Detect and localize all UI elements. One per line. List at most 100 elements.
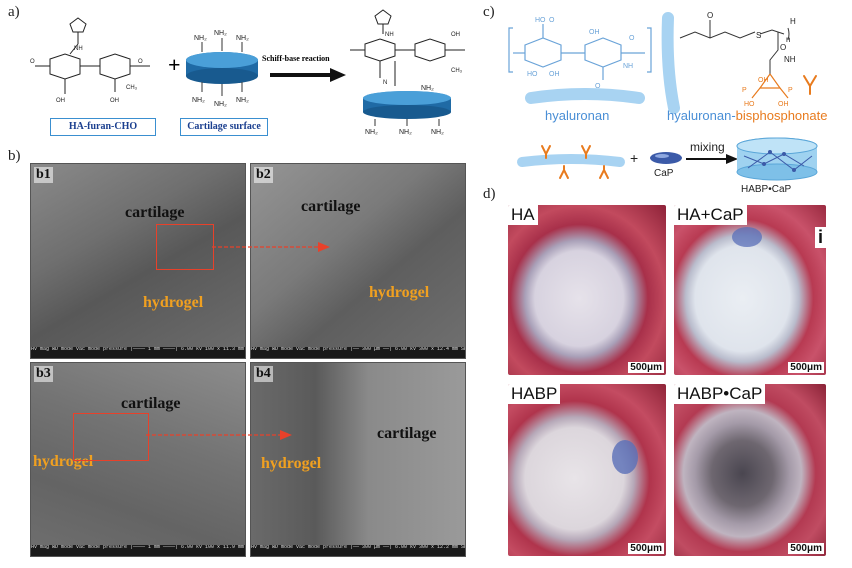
reaction-arrow (270, 68, 346, 82)
histology-ha-cap-title: HA+CaP (674, 205, 747, 225)
plus-sign: + (168, 52, 181, 77)
svg-text:N: N (383, 80, 387, 86)
label-mixing: mixing (690, 140, 725, 154)
svg-text:P: P (742, 87, 747, 94)
histology-ha-scale: 500μm (628, 362, 664, 373)
sem-image-b3: b3 cartilage hydrogel HV mag WD mode vac… (30, 362, 246, 557)
svg-text:OH: OH (589, 29, 600, 36)
sem-b2-id: b2 (254, 167, 273, 183)
hab-strand-with-bp (517, 145, 625, 179)
mixing-arrow (686, 154, 738, 164)
conjugate-structure: NH N OH CH₃ NH₂ NH₂ NH₂ NH₂ (350, 9, 465, 136)
zoom-arrow-b1-b2 (212, 242, 330, 252)
histology-habp-cap-title: HABP•CaP (674, 384, 766, 404)
svg-text:NH₂: NH₂ (421, 85, 434, 92)
zoom-box-b3 (73, 413, 149, 461)
zoom-arrow-b3-b4 (146, 430, 292, 440)
panel-label-d: d) (483, 186, 496, 202)
svg-text:OH: OH (56, 98, 65, 104)
histology-habp-scale: 500μm (628, 543, 664, 554)
sem-b3-hydrogel: hydrogel (33, 453, 94, 470)
svg-text:HO: HO (744, 101, 755, 108)
sem-b3-info-bar: HV mag WD mode vac mode pressure |———— 1… (31, 545, 245, 556)
sem-image-b2: b2 cartilage hydrogel HV mag WD mode vac… (250, 163, 466, 359)
svg-text:OH: OH (549, 71, 560, 78)
svg-text:NH₂: NH₂ (236, 35, 249, 42)
svg-text:HO: HO (535, 17, 546, 24)
histology-habp-title: HABP (508, 384, 561, 404)
svg-text:NH: NH (74, 46, 83, 52)
svg-text:O: O (138, 59, 143, 65)
svg-text:n: n (786, 35, 790, 44)
ha-bp-structure: O S O NH Hn P P HO OH OH (661, 11, 817, 114)
svg-text:NH: NH (623, 63, 633, 70)
svg-text:H: H (790, 17, 796, 26)
svg-text:NH₂: NH₂ (214, 101, 227, 108)
habp-cap-gel (736, 137, 818, 181)
sem-b1-id: b1 (34, 167, 53, 183)
sem-image-b4: b4 cartilage hydrogel HV mag WD mode vac… (250, 362, 466, 557)
sem-b4-cartilage: cartilage (377, 425, 437, 442)
svg-text:NH₂: NH₂ (192, 97, 205, 104)
label-ha-bp: hyaluronan-bisphosphonate (667, 108, 827, 123)
histology-habp-blue-spot (612, 440, 638, 474)
svg-text:O: O (780, 43, 786, 52)
label-ha-bp-part1: hyaluronan- (667, 108, 736, 123)
sem-b4-info-bar: HV mag WD mode vac mode pressure |—— 300… (251, 545, 465, 556)
label-cap: CaP (654, 168, 674, 179)
sem-b4-id: b4 (254, 366, 273, 382)
sem-b2-hydrogel: hydrogel (369, 284, 430, 301)
sem-b1-info-bar: HV mag WD mode vac mode pressure |———— 1… (31, 347, 245, 358)
label-ha-furan-cho: HA-furan-CHO (50, 118, 156, 136)
label-cartilage-surface: Cartilage surface (180, 118, 268, 136)
svg-text:OH: OH (778, 101, 789, 108)
panel-label-b: b) (8, 148, 21, 164)
sem-b1-cartilage: cartilage (125, 204, 185, 221)
svg-text:NH: NH (784, 55, 796, 64)
svg-text:NH₂: NH₂ (365, 129, 378, 136)
cartilage-surface-disc: NH₂ NH₂ NH₂ NH₂ NH₂ NH₂ (186, 30, 258, 108)
svg-text:NH₂: NH₂ (194, 35, 207, 42)
svg-text:NH₂: NH₂ (399, 129, 412, 136)
svg-text:HO: HO (527, 71, 538, 78)
label-habp-cap-product: HABP•CaP (741, 184, 792, 195)
sem-b2-cartilage: cartilage (301, 198, 361, 215)
sem-b4-hydrogel: hydrogel (261, 455, 322, 472)
histology-habp-cap: HABP•CaP 500μm (674, 384, 826, 556)
label-ha-bp-part2: bisphosphonate (735, 108, 828, 123)
svg-text:CH₃: CH₃ (126, 85, 138, 91)
plus-c: + (630, 150, 639, 166)
sem-b3-cartilage: cartilage (121, 395, 181, 412)
svg-text:NH₂: NH₂ (236, 97, 249, 104)
reaction-label: Schiff-base reaction (262, 54, 330, 63)
histology-habp: HABP 500μm (508, 384, 666, 556)
histology-roman-i: i (814, 227, 826, 248)
panel-label-c: c) (483, 4, 495, 20)
cap-particle (650, 152, 682, 164)
svg-text:O: O (595, 83, 601, 90)
histology-ha-cap-blue-spot (732, 227, 762, 247)
sem-b1-hydrogel: hydrogel (143, 294, 204, 311)
hyaluronan-strand (525, 88, 645, 104)
svg-text:NH₂: NH₂ (214, 30, 227, 37)
histology-ha-cap-scale: 500μm (788, 362, 824, 373)
svg-text:NH: NH (385, 32, 394, 38)
histology-ha-title: HA (508, 205, 538, 225)
svg-text:OH: OH (451, 32, 460, 38)
svg-text:CH₃: CH₃ (451, 68, 463, 74)
label-hyaluronan: hyaluronan (545, 108, 610, 123)
zoom-box-b1 (156, 224, 214, 270)
histology-ha: HA 500μm (508, 205, 666, 375)
histology-ha-cap: HA+CaP i 500μm (674, 205, 826, 375)
sem-image-b1: b1 cartilage hydrogel HV mag WD mode vac… (30, 163, 246, 359)
svg-text:S: S (756, 31, 761, 40)
svg-text:P: P (788, 87, 793, 94)
svg-text:NH₂: NH₂ (431, 129, 444, 136)
sem-b3-id: b3 (34, 366, 53, 382)
svg-text:O: O (707, 11, 713, 20)
svg-text:OH: OH (758, 77, 769, 84)
svg-text:OH: OH (110, 98, 119, 104)
panel-label-a: a) (8, 4, 20, 20)
